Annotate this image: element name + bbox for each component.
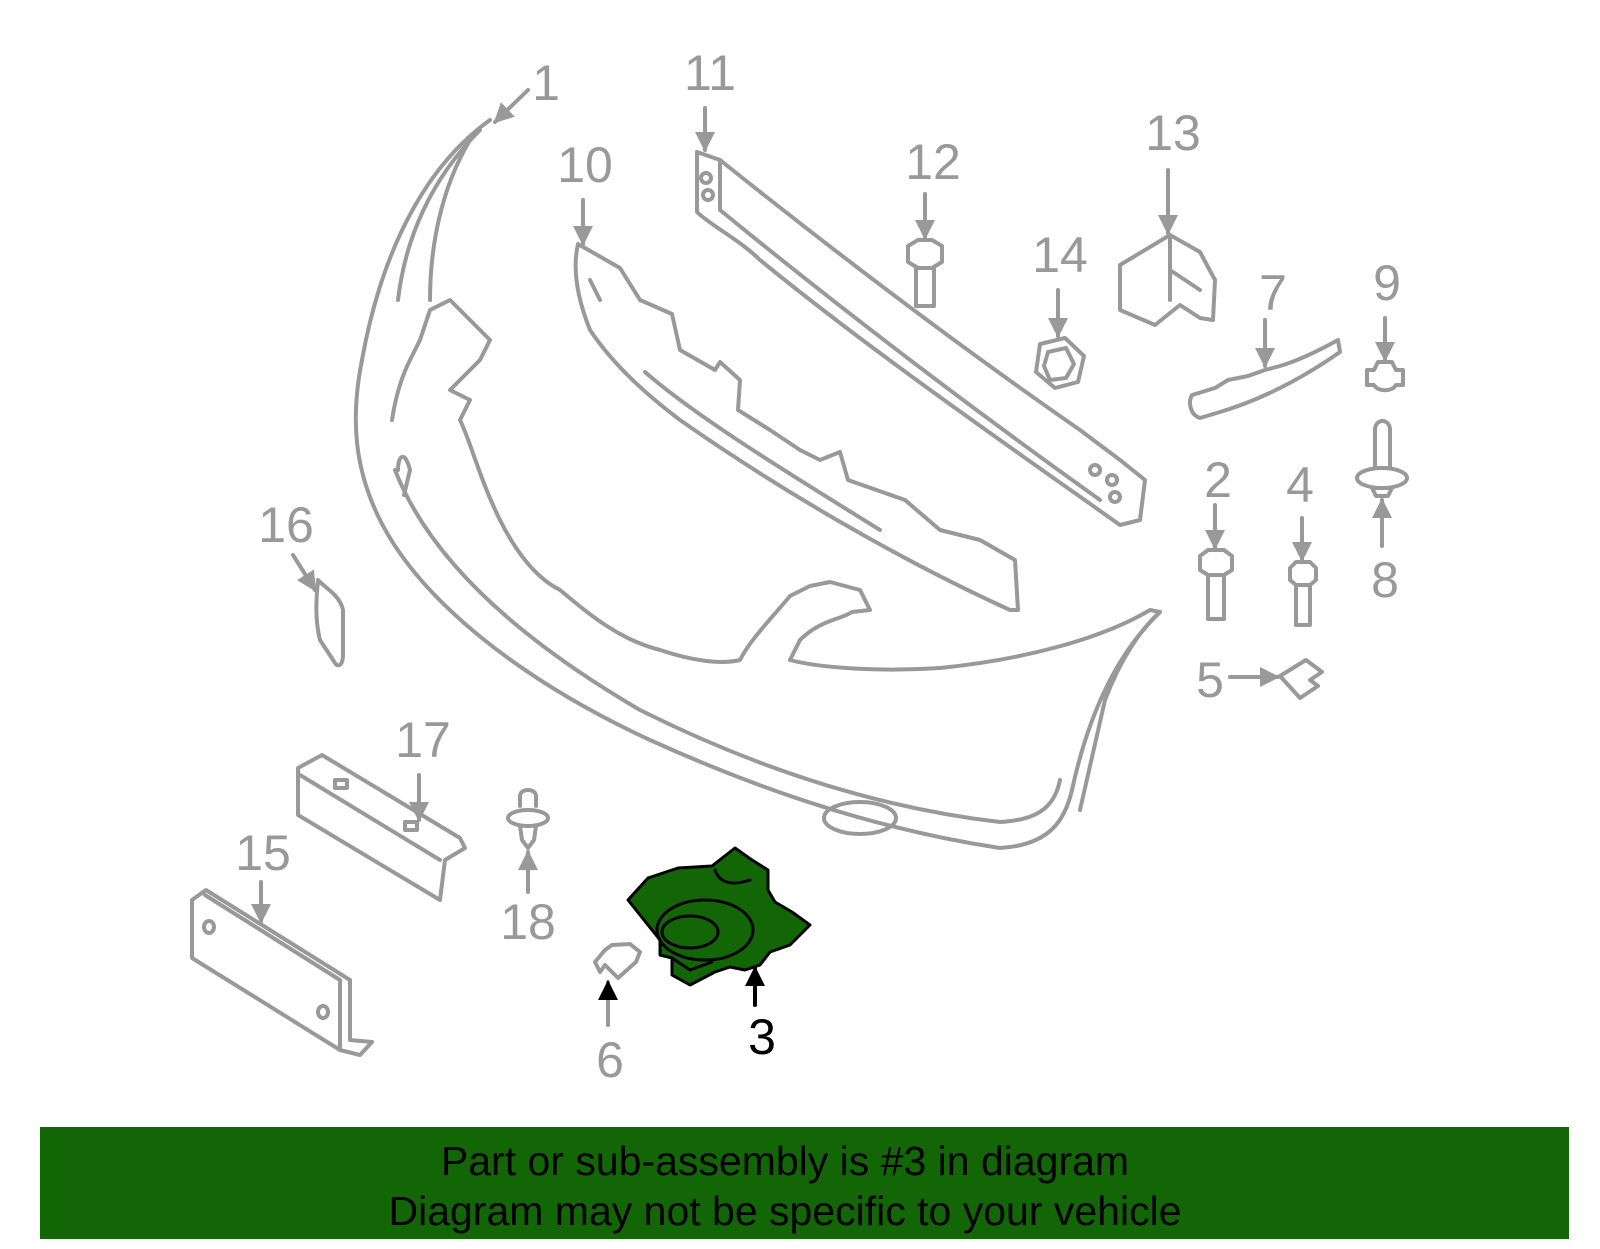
info-banner: Part or sub-assembly is #3 in diagram Di… (40, 1127, 1569, 1239)
callout-11: 11 (684, 45, 736, 101)
part-7-side-bracket (1188, 338, 1342, 420)
callout-17: 17 (395, 712, 451, 768)
part-17-license-bracket-support (296, 753, 467, 902)
parts-diagram: 1 11 10 12 13 14 7 9 2 4 8 5 16 17 15 18… (190, 45, 1409, 1088)
part-18-push-rivet (506, 788, 550, 850)
part-4-bolt (1288, 560, 1318, 627)
callout-15: 15 (235, 825, 291, 881)
part-13-mount-bracket (1118, 233, 1217, 327)
callout-13: 13 (1145, 105, 1201, 161)
callout-12: 12 (905, 134, 961, 190)
part-5-clip (1278, 658, 1324, 700)
part-8-push-rivet (1355, 419, 1409, 498)
part-9-retainer (1365, 360, 1405, 393)
callout-14: 14 (1032, 227, 1088, 283)
part-16-tow-hook-cover (314, 578, 345, 668)
part-10-energy-absorber (573, 242, 1020, 612)
part-12-bolt (906, 238, 944, 308)
part-1-bumper-cover (353, 118, 1162, 850)
part-2-bolt (1198, 548, 1234, 621)
part-3-fog-lamp-bracket (626, 846, 812, 987)
callout-arrows (251, 88, 1395, 1027)
callout-18: 18 (500, 894, 556, 950)
banner-disclaimer: Diagram may not be specific to your vehi… (388, 1188, 1182, 1234)
banner-part-info: Part or sub-assembly is #3 in diagram (440, 1138, 1130, 1184)
part-6-clip (593, 942, 642, 980)
callout-6: 6 (596, 1032, 624, 1088)
callout-9: 9 (1373, 255, 1401, 311)
callout-3-highlighted: 3 (748, 1009, 776, 1065)
callout-10: 10 (557, 137, 613, 193)
callout-2: 2 (1204, 452, 1232, 508)
part-11-reinforcement-bar (695, 150, 1147, 527)
part-14-nut (1034, 336, 1086, 390)
callout-4: 4 (1286, 457, 1314, 513)
part-15-license-plate-bracket (190, 888, 374, 1057)
callout-5: 5 (1196, 652, 1224, 708)
callout-7: 7 (1259, 265, 1287, 321)
callout-1: 1 (532, 55, 560, 111)
callout-16: 16 (258, 497, 314, 553)
callout-8: 8 (1371, 552, 1399, 608)
